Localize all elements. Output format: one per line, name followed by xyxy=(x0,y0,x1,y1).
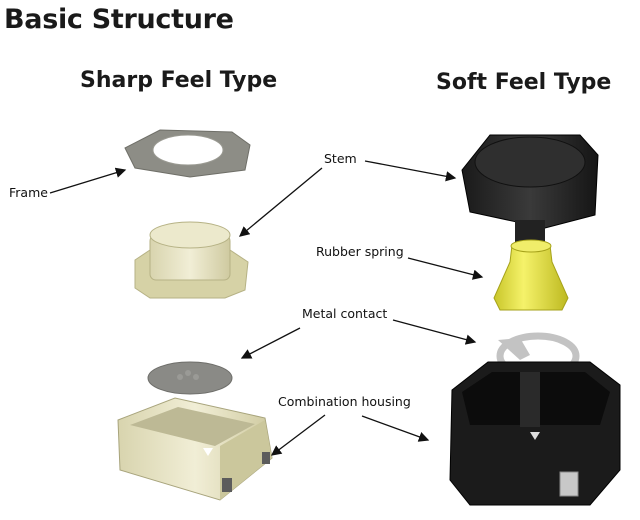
arrow-rubber-spring xyxy=(407,257,484,280)
label-combination-housing: Combination housing xyxy=(278,394,411,409)
soft-stem-part xyxy=(461,134,599,245)
arrow-stem-soft xyxy=(364,160,457,182)
sharp-stem-part xyxy=(134,221,249,299)
arrow-stem-sharp xyxy=(238,167,323,237)
soft-housing-part xyxy=(449,361,621,506)
arrow-metal-contact-sharp xyxy=(240,327,301,359)
arrow-housing-sharp xyxy=(270,414,326,456)
sharp-feel-heading: Sharp Feel Type xyxy=(80,68,278,93)
sharp-housing-part xyxy=(117,397,273,501)
sharp-frame-part xyxy=(124,129,251,178)
arrow-metal-contact-soft xyxy=(392,319,477,345)
rubber-spring-part xyxy=(493,239,569,311)
label-rubber-spring: Rubber spring xyxy=(316,244,404,259)
sharp-metal-contact-part xyxy=(147,361,233,395)
arrow-housing-soft xyxy=(361,415,430,442)
label-stem: Stem xyxy=(324,151,357,166)
label-metal-contact: Metal contact xyxy=(302,306,388,321)
label-frame: Frame xyxy=(9,185,48,200)
page-title: Basic Structure xyxy=(4,4,234,35)
soft-feel-heading: Soft Feel Type xyxy=(436,70,612,95)
arrow-frame xyxy=(49,167,127,194)
